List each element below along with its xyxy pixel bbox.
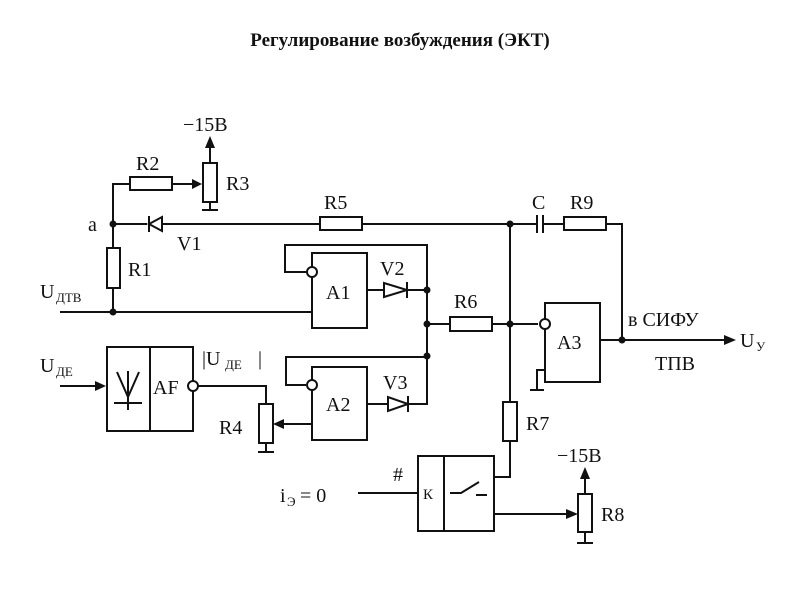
hash-label: #	[393, 464, 403, 486]
amplifier-a2	[311, 366, 368, 441]
potentiometer-r4	[258, 403, 274, 444]
u-de-abs-label: |U	[202, 348, 221, 370]
i-e-equals: = 0	[295, 485, 326, 507]
inverting-input-icon	[539, 318, 551, 330]
v3-label: V3	[383, 372, 407, 394]
a2-label: A2	[326, 394, 350, 416]
supply-top-label: −15В	[183, 114, 228, 136]
output-circle-icon	[187, 380, 199, 392]
r1-label: R1	[128, 259, 151, 281]
af-block-group	[60, 346, 312, 453]
junction-dot	[423, 286, 431, 294]
k-label: К	[423, 487, 434, 503]
diode-v3	[387, 395, 412, 413]
i-e-label: i	[280, 485, 286, 507]
supply-arrow-icon	[205, 136, 215, 148]
resistor-r9	[563, 216, 607, 231]
r1-branch	[60, 224, 312, 313]
r2-label: R2	[136, 153, 159, 175]
resistor-r2	[129, 176, 173, 191]
v2-label: V2	[380, 258, 404, 280]
r3-label: R3	[226, 173, 249, 195]
r4-label: R4	[219, 417, 242, 439]
af-label: AF	[153, 377, 179, 399]
resistor-r7	[502, 401, 518, 442]
resistor-r5	[319, 216, 363, 231]
junction-dot	[109, 308, 117, 316]
diode-v1	[146, 215, 163, 233]
switch-contact-icon	[450, 481, 487, 496]
potentiometer-r8	[577, 493, 593, 533]
u-out-subscript: У	[756, 339, 766, 354]
resistor-r6	[449, 316, 493, 332]
i-e-subscript: Э	[287, 494, 296, 509]
tpv-label: ТПВ	[655, 353, 695, 375]
u-de-abs-close: |	[258, 348, 262, 370]
r6-branch	[427, 224, 538, 402]
r3-wiper-arrow-icon	[192, 179, 202, 189]
u-de-abs-subscript: ДЕ	[225, 357, 242, 372]
output-arrow-icon	[724, 335, 736, 345]
amplifier-a3	[544, 302, 601, 383]
potentiometer-r3	[202, 162, 218, 203]
diagram-title: Регулирование возбуждения (ЭКТ)	[250, 30, 550, 51]
a1-label: A1	[326, 282, 350, 304]
inverting-input-icon	[306, 266, 318, 278]
capacitor-c	[536, 215, 544, 233]
u-dtv-label: U	[40, 281, 55, 303]
r7-relay-group	[358, 401, 593, 544]
r8-label: R8	[601, 504, 624, 526]
u-de-subscript: ДЕ	[56, 364, 73, 379]
supply-bottom-label: −15В	[557, 445, 602, 467]
amplifier-a3-group	[530, 302, 736, 391]
af-block	[149, 346, 194, 432]
a3-label: A3	[557, 332, 581, 354]
junction-dot	[618, 336, 626, 344]
c-label: C	[532, 192, 545, 214]
amplifier-a2-group	[285, 356, 428, 441]
u-out-label: U	[740, 330, 755, 352]
r9-label: R9	[570, 192, 593, 214]
diode-v2	[383, 281, 411, 299]
v1-label: V1	[177, 233, 201, 255]
r5-label: R5	[324, 192, 347, 214]
r8-wiper-arrow-icon	[566, 509, 578, 519]
node-a-label: a	[88, 214, 97, 236]
r7-label: R7	[526, 413, 549, 435]
relay-coil-k	[417, 455, 445, 532]
u-dtv-subscript: ДТВ	[56, 290, 82, 305]
r2-r3-branch	[112, 136, 218, 224]
input-arrow-icon	[95, 381, 106, 391]
feedback-line	[113, 215, 623, 340]
inverting-input-icon	[306, 379, 318, 391]
junction-dot	[506, 320, 514, 328]
r4-wiper-arrow-icon	[273, 419, 284, 429]
u-de-label: U	[40, 355, 55, 377]
r6-label: R6	[454, 291, 477, 313]
to-sifu-label: в СИФУ	[628, 309, 700, 331]
supply-arrow-icon	[580, 467, 590, 479]
resistor-r1	[106, 247, 121, 289]
amplifier-a1-group	[284, 244, 428, 356]
